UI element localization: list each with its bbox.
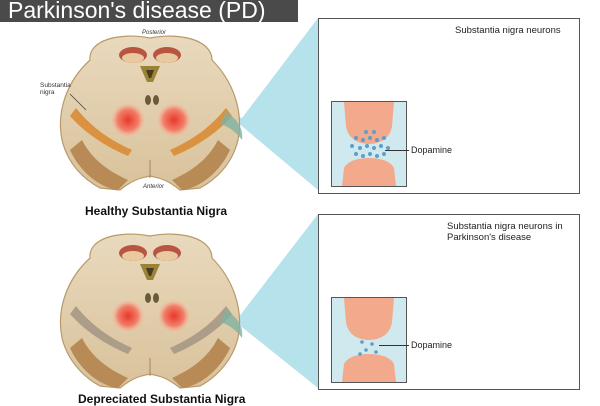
healthy-midbrain-section <box>59 35 243 191</box>
anterior-label: Anterior <box>143 184 165 190</box>
posterior-label: Posterior <box>142 30 167 36</box>
substantia-nigra-label: Substantia nigra <box>40 82 71 96</box>
healthy-dopamine-label: Dopamine <box>411 145 453 155</box>
pd-panel-title: Substantia nigra neurons in Parkinson's … <box>447 221 563 243</box>
healthy-panel-title: Substantia nigra neurons <box>455 25 561 36</box>
pd-dopamine-pointer <box>379 345 409 346</box>
depreciated-caption: Depreciated Substantia Nigra <box>78 392 246 406</box>
healthy-synapse-drawing <box>342 102 396 186</box>
page-title: Parkinson's disease (PD) <box>0 0 298 22</box>
pd-synapse-inset <box>331 297 407 383</box>
projection-wedge-bottom <box>218 214 318 388</box>
pd-neuron-panel: Substantia nigra neurons in Parkinson's … <box>318 214 580 390</box>
healthy-caption: Healthy Substantia Nigra <box>85 204 228 218</box>
pd-synapse-drawing <box>342 298 396 382</box>
pd-dopamine-label: Dopamine <box>411 340 453 350</box>
healthy-neuron-panel: Substantia nigra neurons Dopamine <box>318 18 580 194</box>
projection-wedge-top <box>225 18 318 190</box>
healthy-dopamine-pointer <box>385 150 409 151</box>
depreciated-midbrain-section <box>59 233 243 389</box>
healthy-synapse-inset <box>331 101 407 187</box>
